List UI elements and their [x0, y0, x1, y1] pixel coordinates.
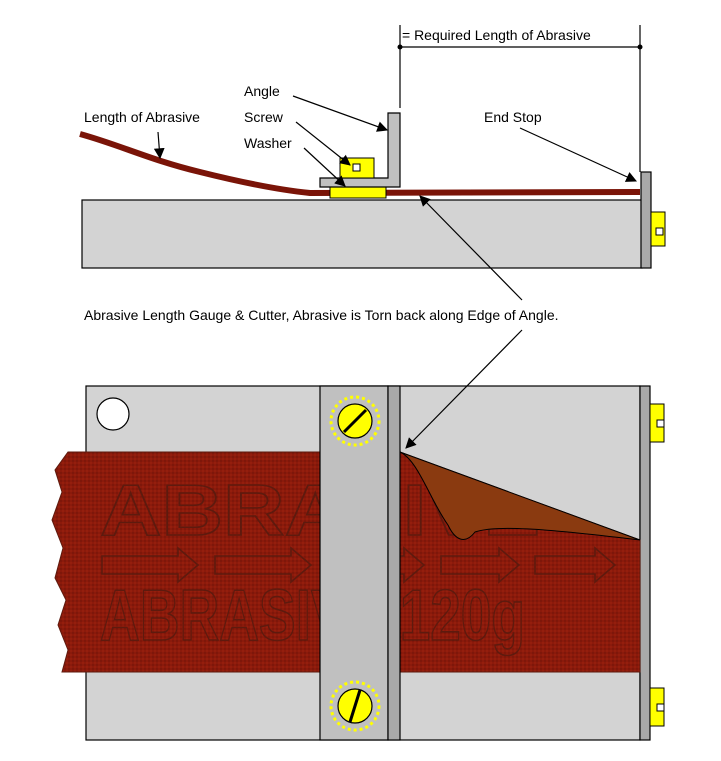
angle-bar-edge: [387, 385, 401, 741]
angle-label: Angle: [244, 83, 280, 99]
caption-text: Abrasive Length Gauge & Cutter, Abrasive…: [84, 307, 559, 323]
required-length-dimension: [397, 25, 643, 172]
end-stop-plate: [640, 171, 652, 269]
mounting-hole: [96, 397, 130, 431]
angle-side: [319, 112, 401, 188]
end-stop-plate-top: [639, 385, 651, 741]
washer-side: [329, 185, 387, 199]
washer-leader-arrow: [303, 147, 346, 187]
angle-leader-arrow: [292, 95, 389, 132]
gauge-base-side: [81, 199, 643, 269]
screw-leader-arrow: [295, 121, 351, 166]
length-of-abrasive-label: Length of Abrasive: [84, 109, 200, 125]
end-stop-label: End Stop: [484, 109, 542, 125]
angle-bar-top: [319, 385, 389, 741]
abrasive-strip-side: [79, 131, 641, 196]
abrasive-print-line2: ABRASIVE 120g: [100, 576, 525, 656]
end-stop-screw-top-2: [649, 687, 665, 727]
screw-top-2: [329, 680, 381, 732]
top-view: ABRASIVE ABRASIVE 120g: [51, 329, 665, 741]
side-view: = Required Length of Abrasive Angle Scre…: [79, 25, 666, 301]
end-stop-leader-arrow: [519, 127, 637, 182]
abrasive-torn-curl: [399, 451, 641, 541]
screw-label: Screw: [244, 109, 284, 125]
caption-leader-arrow-top: [405, 329, 523, 449]
end-stop-screw-top-1: [649, 403, 665, 443]
required-length-label: = Required Length of Abrasive: [402, 27, 591, 43]
screw-top-1: [329, 395, 381, 447]
end-stop-screw-side: [650, 211, 666, 247]
caption-leader-arrow-side: [419, 195, 523, 301]
abrasive-leader-arrow: [153, 131, 165, 160]
washer-label: Washer: [244, 135, 292, 151]
